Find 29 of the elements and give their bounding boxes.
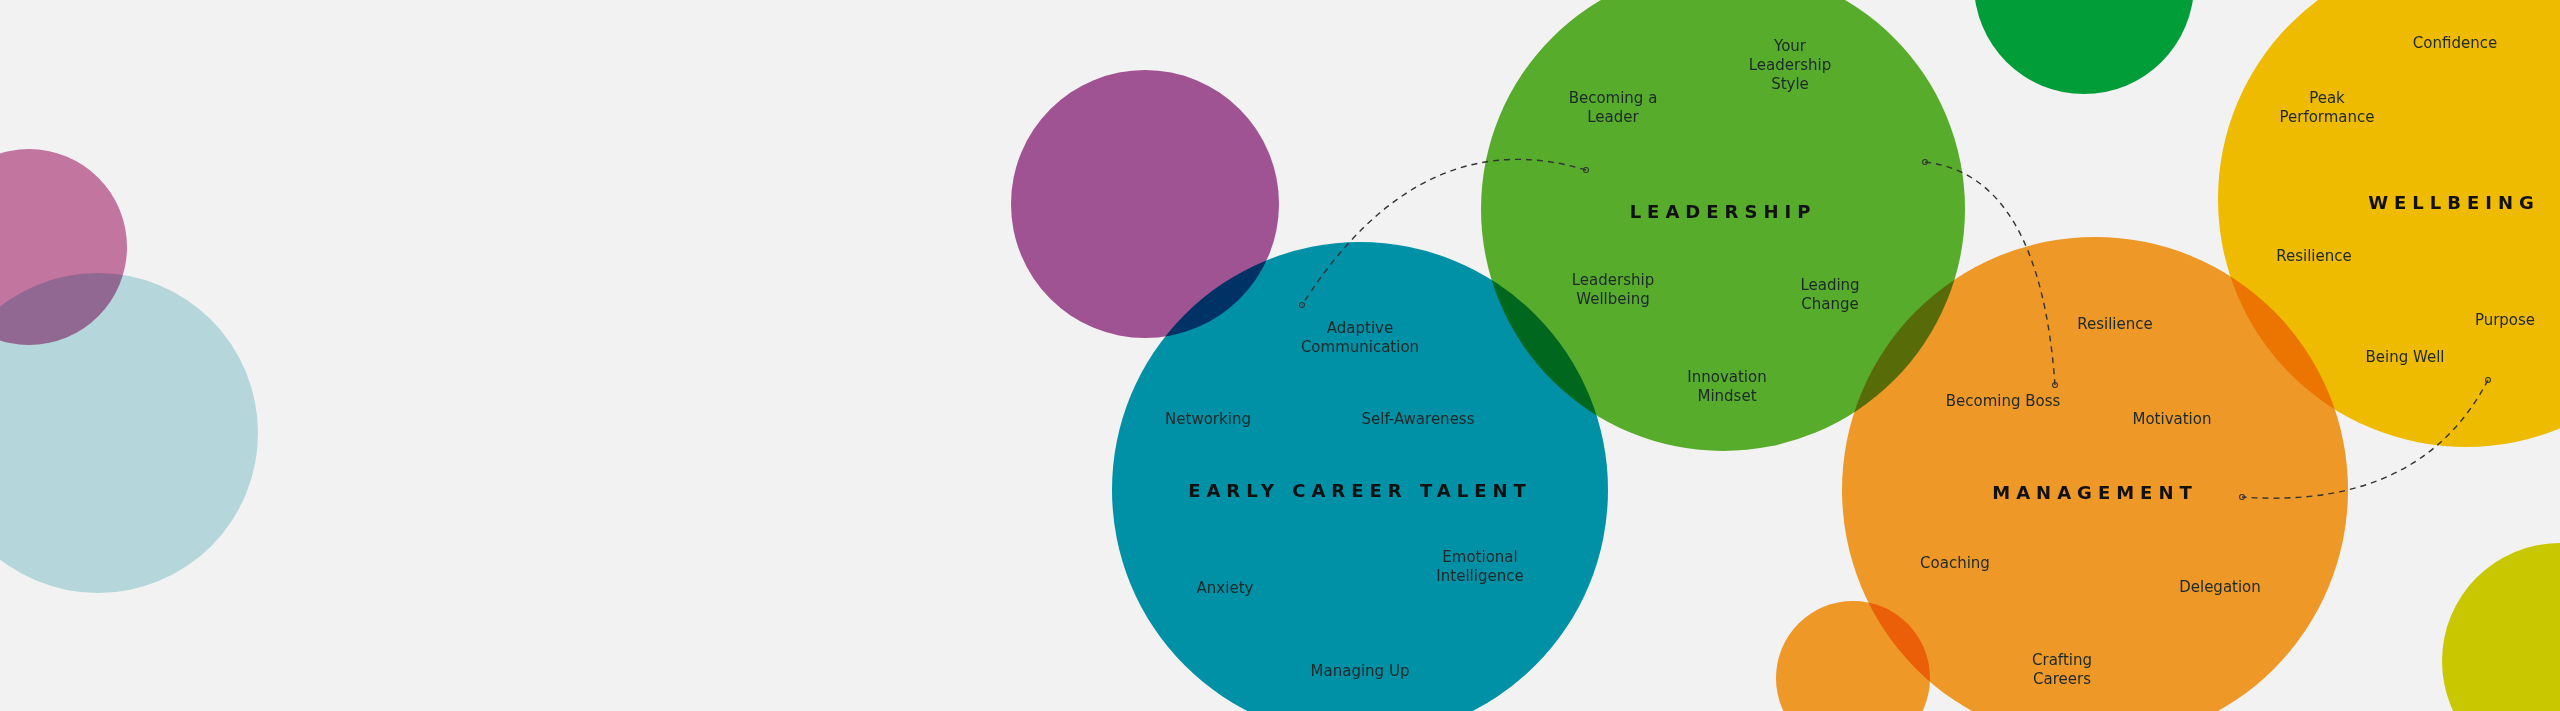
subtopic-label: Innovation Mindset (1686, 368, 1768, 406)
subtopic-label: Resilience (2076, 314, 2154, 334)
subtopic-label: Your Leadership Style (1747, 36, 1833, 94)
subtopic-label: Managing Up (1309, 661, 1411, 681)
dashed-connector (1922, 159, 2058, 388)
topic-heading: MANAGEMENT (1991, 482, 2199, 502)
subtopic-label: Networking (1164, 409, 1252, 429)
subtopic-label: Coaching (1919, 553, 1991, 573)
subtopic-label: Delegation (2178, 577, 2262, 597)
subtopic-label: Confidence (2411, 33, 2499, 53)
subtopic-label: Emotional Intelligence (1435, 548, 1525, 586)
dashed-connector (1299, 159, 1589, 308)
subtopic-label: Adaptive Communication (1299, 319, 1421, 357)
subtopic-label: Being Well (2364, 347, 2446, 367)
subtopic-label: Peak Performance (2278, 89, 2376, 127)
subtopic-label: Becoming a Leader (1567, 89, 1659, 127)
dashed-connector (2239, 377, 2491, 500)
subtopic-label: Leadership Wellbeing (1570, 271, 1656, 309)
subtopic-label: Becoming Boss (1944, 391, 2062, 411)
subtopic-label: Resilience (2275, 246, 2353, 266)
topic-heading: LEADERSHIP (1628, 201, 1818, 221)
subtopic-label: Self-Awareness (1360, 409, 1476, 429)
subtopic-label: Crafting Careers (2031, 651, 2093, 689)
subtopic-label: Leading Change (1799, 276, 1861, 314)
topic-heading: EARLY CAREER TALENT (1187, 480, 1533, 500)
subtopic-label: Anxiety (1195, 578, 1255, 598)
subtopic-label: Motivation (2131, 409, 2213, 429)
topic-heading: WELLBEING (2367, 192, 2541, 212)
subtopic-label: Purpose (2473, 310, 2537, 330)
